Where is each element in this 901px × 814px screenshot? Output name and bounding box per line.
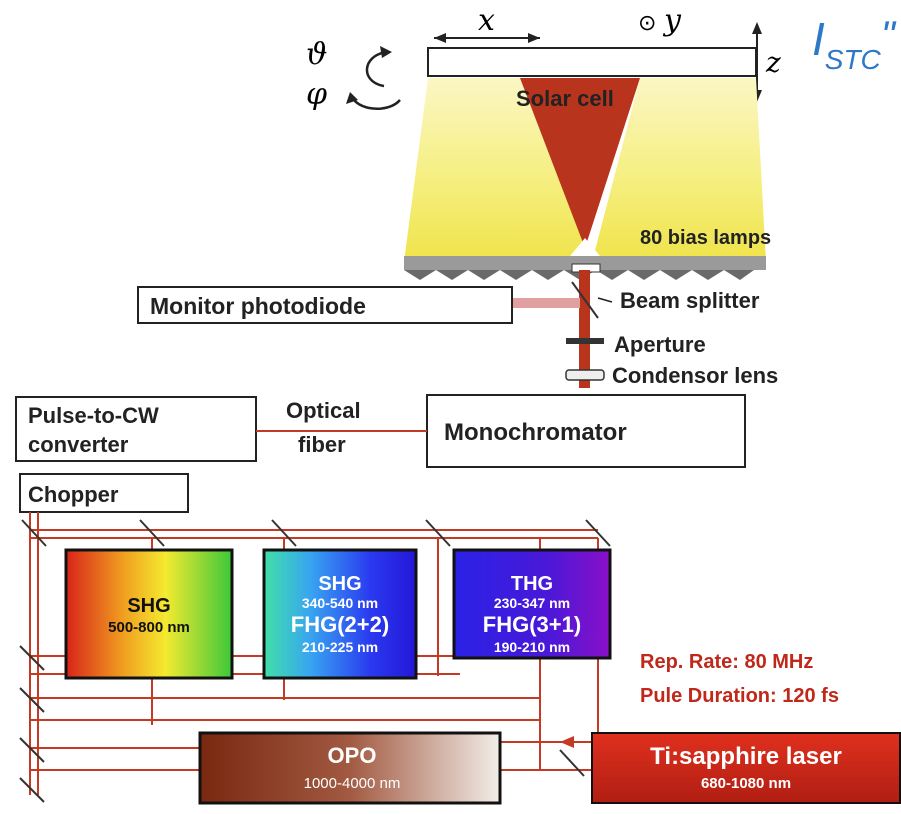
x-axis-arrow — [434, 33, 540, 43]
bias-light-right — [592, 78, 766, 262]
shg2-range1: 340-540 nm — [302, 595, 378, 611]
beam-splitter-label: Beam splitter — [620, 288, 760, 313]
condensor-lens-element — [565, 369, 605, 381]
pulse-cw-line1: Pulse-to-CW — [28, 403, 159, 428]
rotation-phi-arrow — [350, 95, 401, 110]
z-axis-label: z — [765, 46, 781, 79]
optical-fiber-line1: Optical — [286, 398, 361, 423]
monitor-photodiode-box — [137, 286, 513, 324]
monochromator-label: Monochromator — [444, 419, 627, 446]
beam-path-vertical — [579, 270, 590, 388]
monochromator-box — [426, 394, 746, 468]
laser-module — [591, 732, 901, 804]
pulse-cw-line2: converter — [28, 432, 129, 457]
aperture-label: Aperture — [614, 332, 706, 357]
shg-module-2 — [262, 548, 418, 680]
aperture-element — [566, 338, 604, 344]
thg-title: THG — [511, 573, 553, 595]
thg-title2: FHG(3+1) — [483, 612, 581, 637]
condensor-lens-label: Condensor lens — [612, 363, 778, 388]
y-axis-label: y — [662, 3, 682, 38]
theta-label: ϑ — [306, 37, 327, 72]
pulse-cw-converter-box — [15, 396, 257, 462]
x-axis-label: x — [478, 3, 495, 38]
solar-cell-label: Solar cell — [516, 86, 614, 111]
optical-fiber-line2: fiber — [298, 432, 346, 457]
opo-title: OPO — [328, 743, 377, 768]
phi-label: φ — [306, 77, 327, 112]
shg-module-1 — [64, 548, 234, 680]
opo-range: 1000-4000 nm — [304, 775, 401, 792]
probe-beam-cone — [520, 78, 640, 248]
thg-module — [452, 548, 612, 660]
current-title: ISTC" — [812, 13, 897, 75]
rotation-theta-arrow — [365, 50, 387, 88]
monitor-photodiode-label: Monitor photodiode — [150, 293, 366, 319]
opo-module — [198, 731, 502, 805]
shg1-title: SHG — [127, 595, 170, 617]
laser-title: Ti:sapphire laser — [650, 743, 842, 770]
solar-cell — [427, 47, 757, 77]
y-axis-marker: ⊙ — [638, 10, 656, 35]
shg2-title2: FHG(2+2) — [291, 612, 389, 637]
rep-rate-label: Rep. Rate: 80 MHz — [640, 651, 813, 673]
shg2-title: SHG — [318, 573, 361, 595]
laser-range: 680-1080 nm — [701, 775, 791, 792]
chopper-box — [19, 473, 189, 513]
pulse-duration-label: Pule Duration: 120 fs — [640, 685, 839, 707]
monitor-beam — [512, 298, 580, 308]
shg1-range: 500-800 nm — [108, 619, 190, 636]
chopper-label: Chopper — [28, 482, 119, 507]
thg-range2: 190-210 nm — [494, 639, 570, 655]
thg-range1: 230-347 nm — [494, 595, 570, 611]
bias-lamps-label: 80 bias lamps — [640, 227, 771, 249]
beam-splitter-element — [571, 281, 599, 319]
shg2-range2: 210-225 nm — [302, 639, 378, 655]
